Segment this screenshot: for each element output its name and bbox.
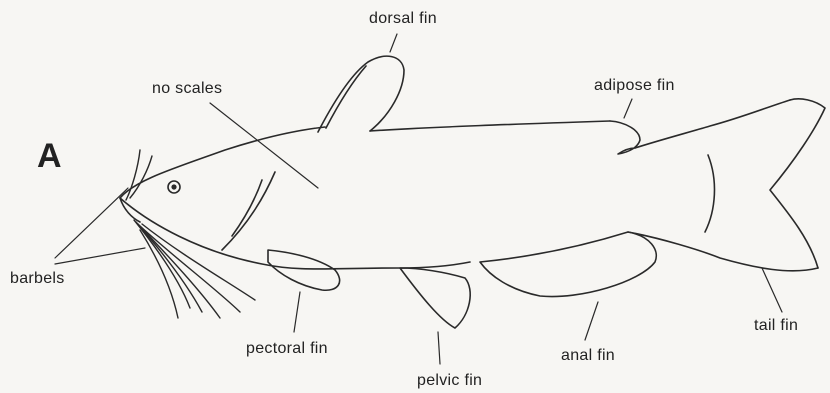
tail-fin-base	[705, 155, 714, 232]
body-back-after-dorsal	[370, 121, 610, 131]
leader-anal-fin	[585, 302, 598, 340]
label-adipose-fin: adipose fin	[594, 78, 675, 94]
label-pelvic-fin: pelvic fin	[417, 373, 482, 389]
belly-outline	[120, 198, 470, 269]
label-pectoral-fin: pectoral fin	[246, 341, 328, 357]
leader-barbels-1	[55, 188, 128, 258]
panel-label: A	[37, 139, 62, 173]
dorsal-fin-spine	[326, 66, 366, 128]
leader-no-scales	[210, 103, 318, 188]
label-tail-fin: tail fin	[754, 318, 798, 334]
leader-tail-fin	[762, 268, 782, 312]
label-dorsal-fin: dorsal fin	[369, 11, 437, 27]
body-back-to-tail	[635, 100, 790, 148]
adipose-fin-shape	[610, 121, 640, 154]
leader-pelvic-fin	[438, 332, 440, 364]
catfish-body	[120, 100, 818, 271]
anal-fin-shape	[480, 232, 656, 297]
dorsal-fin-shape	[318, 56, 404, 132]
leader-adipose-fin	[624, 99, 632, 118]
mouth-outline	[120, 198, 140, 222]
pelvic-fin-shape	[400, 268, 470, 328]
pectoral-fin-shape	[268, 250, 340, 290]
label-barbels: barbels	[10, 271, 65, 287]
leader-dorsal-fin	[390, 34, 397, 52]
tail-fin-shape	[770, 99, 825, 268]
gill-arc-inner	[232, 180, 262, 236]
label-anal-fin: anal fin	[561, 348, 615, 364]
eye	[168, 181, 180, 193]
body-back-outline	[120, 127, 325, 198]
label-no-scales: no scales	[152, 81, 222, 97]
leader-barbels-2	[55, 248, 145, 264]
leader-pectoral-fin	[294, 292, 300, 332]
